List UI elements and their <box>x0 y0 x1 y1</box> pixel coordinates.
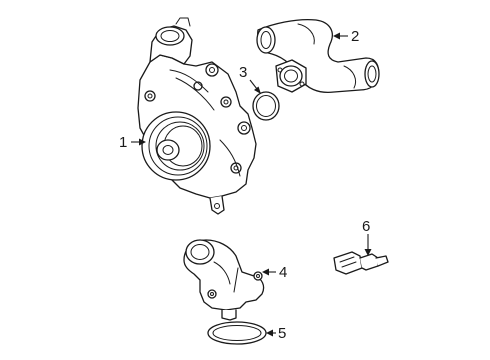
thermostat-housing <box>183 239 265 321</box>
sensor-connector <box>333 251 363 275</box>
pump-pulley-hub <box>156 139 180 161</box>
leader-lines <box>131 32 372 337</box>
callout-2: 2 <box>351 28 359 45</box>
callout-labels: 1 2 3 4 5 6 <box>119 28 370 342</box>
coolant-hose <box>256 18 380 94</box>
callout-1: 1 <box>119 134 127 151</box>
housing-gasket <box>207 321 267 345</box>
callout-6: 6 <box>362 218 370 235</box>
hose-o-ring <box>252 91 280 121</box>
coolant-hose-body <box>256 18 380 94</box>
callout-4: 4 <box>279 264 287 281</box>
temperature-sensor <box>333 251 389 275</box>
callout-5: 5 <box>278 325 286 342</box>
water-pump-assembly <box>137 17 257 215</box>
callout-3: 3 <box>239 64 247 81</box>
